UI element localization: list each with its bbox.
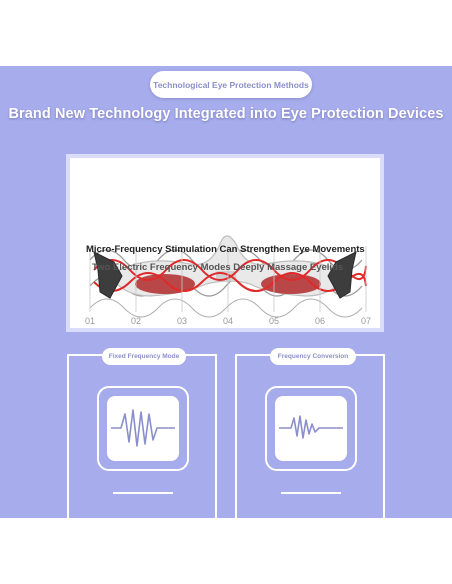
section-pill-label: Technological Eye Protection Methods <box>153 79 309 90</box>
card-subtitle: Two Electric Frequency Modes Deeply Mass… <box>92 262 344 273</box>
eye-protection-panel: Technological Eye Protection Methods Bra… <box>0 66 452 518</box>
section-pill: Technological Eye Protection Methods <box>150 71 312 98</box>
right-earpiece <box>327 251 357 299</box>
device-illustration: 01 02 03 04 05 06 07 <box>85 235 371 326</box>
fixed-frequency-tag: Fixed Frequency Mode <box>102 348 186 365</box>
waveform-icon <box>279 415 343 439</box>
fixed-frequency-label: Fixed Frequency Mode <box>108 353 180 360</box>
frequency-card: 01 02 03 04 05 06 07 Micro-Frequency Sti… <box>66 154 384 332</box>
waveform-icon <box>111 409 175 447</box>
marker-01: 01 <box>85 316 95 326</box>
frequency-conversion-box: Frequency Conversion <box>235 348 385 518</box>
fixed-frequency-bar <box>113 492 173 494</box>
fixed-waveform <box>111 409 175 447</box>
frequency-conversion-bar <box>281 492 341 494</box>
fixed-frequency-frame <box>97 386 189 471</box>
frequency-conversion-screen <box>275 396 347 461</box>
frequency-conversion-frame <box>265 386 357 471</box>
marker-04: 04 <box>223 316 233 326</box>
gray-wave-3 <box>89 298 363 318</box>
headline: Brand New Technology Integrated into Eye… <box>8 106 444 122</box>
left-earpiece <box>93 251 123 299</box>
conversion-waveform <box>279 415 343 439</box>
frequency-conversion-label: Frequency Conversion <box>277 353 349 360</box>
marker-07: 07 <box>361 316 371 326</box>
frequency-conversion-tag: Frequency Conversion <box>270 348 356 365</box>
fixed-frequency-box: Fixed Frequency Mode <box>67 348 217 518</box>
fixed-frequency-screen <box>107 396 179 461</box>
marker-03: 03 <box>177 316 187 326</box>
card-title: Micro-Frequency Stimulation Can Strength… <box>86 244 365 255</box>
marker-06: 06 <box>315 316 325 326</box>
marker-05: 05 <box>269 316 279 326</box>
marker-02: 02 <box>131 316 141 326</box>
